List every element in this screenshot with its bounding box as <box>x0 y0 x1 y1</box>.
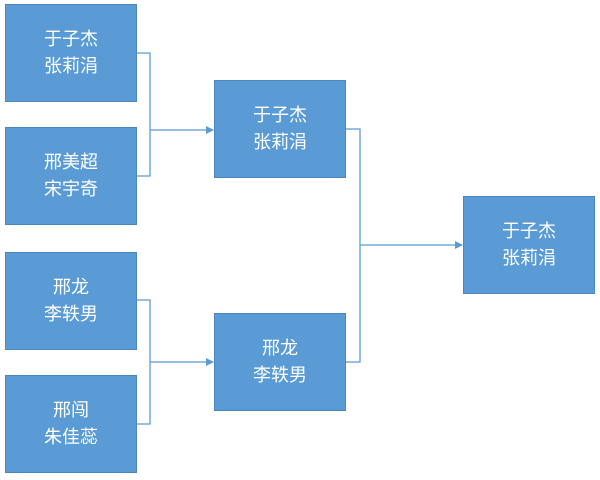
round1-team-box-4: 邢闯 朱佳蕊 <box>5 375 137 473</box>
player-name: 邢龙 <box>53 277 89 298</box>
connector-semifinal-pair <box>346 128 361 363</box>
semifinal-team-box-2: 邢龙 李轶男 <box>214 313 346 411</box>
player-name: 李轶男 <box>44 304 98 325</box>
player-name: 朱佳蕊 <box>44 427 98 448</box>
player-name: 于子杰 <box>502 221 556 242</box>
round1-team-box-2: 邢美超 宋宇奇 <box>5 127 137 225</box>
player-name: 张莉涓 <box>253 132 307 153</box>
player-name: 张莉涓 <box>502 248 556 269</box>
player-name: 于子杰 <box>44 29 98 50</box>
player-name: 邢美超 <box>44 152 98 173</box>
player-name: 于子杰 <box>253 105 307 126</box>
player-name: 李轶男 <box>253 365 307 386</box>
connector-r1-top-pair <box>137 52 151 177</box>
round1-team-box-3: 邢龙 李轶男 <box>5 252 137 350</box>
player-name: 张莉涓 <box>44 56 98 77</box>
player-name: 宋宇奇 <box>44 179 98 200</box>
final-team-box: 于子杰 张莉涓 <box>463 196 595 294</box>
player-name: 邢闯 <box>53 400 89 421</box>
round1-team-box-1: 于子杰 张莉涓 <box>5 4 137 102</box>
semifinal-team-box-1: 于子杰 张莉涓 <box>214 80 346 178</box>
connector-r1-bottom-pair <box>137 299 151 425</box>
player-name: 邢龙 <box>262 338 298 359</box>
